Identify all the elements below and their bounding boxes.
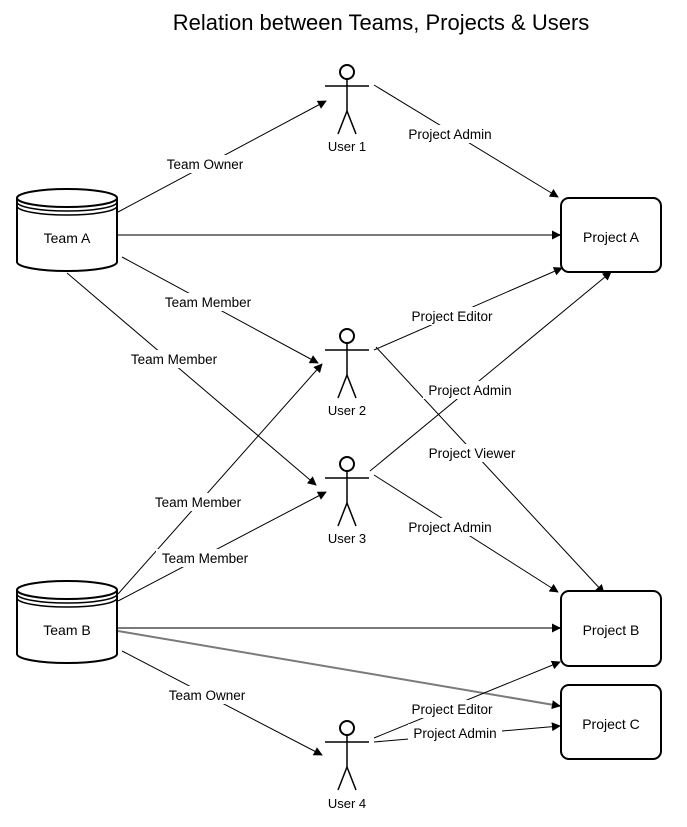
svg-text:Team Owner: Team Owner [169,688,246,703]
project-c-node[interactable]: Project C [560,684,662,760]
edge-label-user1-admin: Project Admin [403,125,497,143]
team-b-node[interactable]: Team B [16,580,118,664]
edge-label-user2-editor: Project Editor [405,307,499,325]
edge-team-b-project-c [117,630,561,710]
edge-user-3-project-a [369,271,612,472]
svg-text:Project Admin: Project Admin [413,726,496,741]
user-1-node[interactable]: User 1 [325,64,369,154]
edge-user-2-project-b [375,346,605,594]
edge-label-team-b-member-user2: Team Member [149,493,247,511]
user-4-label: User 4 [328,796,366,811]
svg-text:Project Admin: Project Admin [428,383,511,398]
user-4-node[interactable]: User 4 [325,720,369,811]
person-icon [325,720,369,791]
project-b-node[interactable]: Project B [560,590,662,667]
svg-text:Project Viewer: Project Viewer [429,446,516,461]
person-icon [325,64,369,135]
project-c-label: Project C [582,716,640,732]
team-a-node[interactable]: Team A [16,188,118,272]
team-b-label: Team B [43,622,90,638]
svg-text:Team Owner: Team Owner [167,157,244,172]
edge-team-b-user-2 [117,363,323,595]
edge-label-user2-viewer: Project Viewer [423,444,521,462]
svg-text:Team Member: Team Member [131,352,218,367]
user-3-label: User 3 [328,531,366,546]
person-icon [325,328,369,399]
edge-label-team-b-owner: Team Owner [164,686,250,704]
edge-label-team-b-member-user3: Team Member [156,549,254,567]
user-1-label: User 1 [328,139,366,154]
edge-label-user3-admin-a: Project Admin [423,381,517,399]
edge-team-b-user-3 [117,491,327,602]
svg-text:Team Member: Team Member [165,295,252,310]
user-3-node[interactable]: User 3 [325,456,369,546]
edge-label-team-a-member-user2: Team Member [159,293,257,311]
project-a-node[interactable]: Project A [560,197,662,273]
svg-text:Project Editor: Project Editor [411,309,493,324]
svg-text:Project Admin: Project Admin [408,520,491,535]
svg-text:Project Admin: Project Admin [408,127,491,142]
project-a-label: Project A [583,229,640,245]
edge-label-user4-admin: Project Admin [408,724,502,742]
svg-text:Team Member: Team Member [155,495,242,510]
person-icon [325,456,369,527]
diagram-title: Relation between Teams, Projects & Users [173,10,590,35]
user-2-node[interactable]: User 2 [325,328,369,418]
edge-label-user4-editor: Project Editor [405,700,499,718]
team-a-label: Team A [44,230,91,246]
user-2-label: User 2 [328,403,366,418]
edge-label-team-a-member-user3: Team Member [125,350,223,368]
edge-label-team-a-owner: Team Owner [162,155,248,173]
edge-label-user3-admin-b: Project Admin [403,518,497,536]
svg-text:Project Editor: Project Editor [411,702,493,717]
svg-text:Team Member: Team Member [162,551,249,566]
project-b-label: Project B [583,622,640,638]
edge-team-a-user-3 [66,272,317,486]
